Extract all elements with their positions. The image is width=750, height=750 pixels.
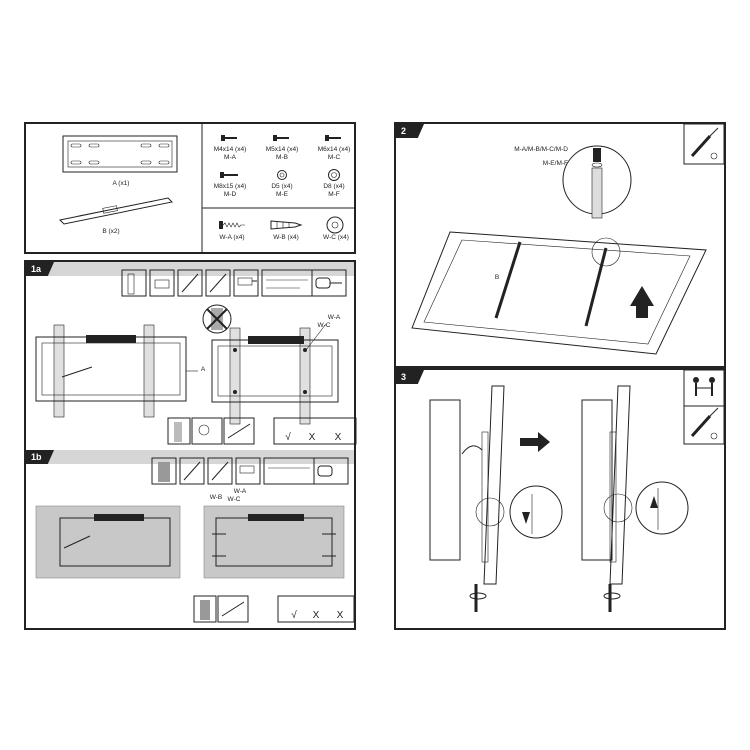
washer-w-c-label: W-C (x4)	[323, 234, 349, 241]
washer-m-f-icon	[328, 169, 340, 181]
step-1b-callout-wb: W-B	[209, 494, 223, 501]
step-1a-detail-row	[167, 417, 357, 445]
step-2-panel: 2 M-A/M-B/M-C/M-D M-E/M-F B	[394, 122, 726, 368]
two-people-icon	[683, 369, 725, 407]
step-1b-callout-wc: W-C	[227, 496, 241, 503]
screw-m-a-code: M-A	[224, 154, 236, 161]
bracket-a-label: A (x1)	[112, 180, 130, 187]
step-3-number: 3	[396, 370, 424, 384]
screw-m-c-code: M-C	[327, 154, 341, 161]
step-1b-detail-row	[193, 595, 355, 623]
stud-finder-icon	[149, 269, 175, 297]
step-1a-callout-wc: W-C	[317, 322, 331, 329]
washer-m-f-size: D8 (x4)	[323, 183, 345, 190]
step-1a-bar: 1a	[26, 262, 354, 276]
step-3-tool-icons	[683, 369, 725, 445]
step-1b-number: 1b	[26, 450, 54, 464]
step-3-panel: 3	[394, 368, 726, 630]
pencil-icon	[177, 269, 203, 297]
wall-screw-w-a-icon	[219, 221, 245, 229]
step-1b-cross-1: X	[312, 610, 320, 621]
screwdriver-icon	[683, 123, 725, 165]
screw-m-d-icon	[220, 172, 238, 178]
bracket-a-drawing	[62, 135, 178, 173]
no-drywall-icon	[202, 304, 232, 334]
washer-m-e-code: M-E	[276, 191, 288, 198]
screw-m-d-size: M8x15 (x4)	[213, 183, 247, 190]
rail-b-label: B (x2)	[102, 228, 120, 235]
step-1a-callout-a: A	[200, 366, 206, 373]
washer-w-c-icon	[326, 216, 344, 234]
step-1a-tools	[121, 269, 347, 297]
step-2-number: 2	[396, 124, 424, 138]
screw-m-b-icon	[273, 135, 289, 141]
wall-anchor-w-b-label: W-B (x4)	[273, 234, 299, 241]
socket-wrench-icon	[311, 269, 347, 297]
drill-bit-icon	[263, 457, 315, 485]
rail-b-drawing	[58, 197, 174, 225]
screw-m-c-size: M6x14 (x4)	[317, 146, 351, 153]
screw-m-b-size: M5x14 (x4)	[265, 146, 299, 153]
screw-m-a-size: M4x14 (x4)	[213, 146, 247, 153]
screw-m-a-icon	[221, 135, 237, 141]
step-2-zoom-detail	[562, 145, 632, 219]
step-2-callout-rail: B	[494, 274, 500, 281]
wall-screw-w-a-label: W-A (x4)	[219, 234, 245, 241]
step-2-callout-washers: M-E/M-F	[542, 160, 568, 167]
step-1b-mounted-bracket-drawing	[203, 505, 345, 579]
step-3-arrow-icon	[520, 432, 550, 452]
step-1a-mounted-bracket-drawing	[211, 323, 339, 425]
parts-dividers	[201, 122, 356, 254]
step-1a-stud-wall-drawing	[35, 324, 198, 418]
drill-bit-icon	[261, 269, 313, 297]
step-1b-concrete-wall-drawing	[35, 505, 181, 579]
step-1-panel: 1a A W-A W-C	[24, 260, 357, 630]
step-1a-check: √	[285, 432, 291, 443]
step-3-hang-side-view-drawing	[429, 385, 563, 612]
screw-m-c-icon	[325, 135, 341, 141]
step-2-callout-screws: M-A/M-B/M-C/M-D	[514, 146, 568, 153]
washer-m-f-code: M-F	[328, 191, 340, 198]
parts-list-panel: A (x1) B (x2) M4x14 (x4) M-A M5x14 (x4) …	[24, 122, 356, 254]
step-2-tv-back-drawing	[411, 231, 707, 355]
drill-icon	[235, 457, 261, 485]
step-1b-check: √	[291, 610, 297, 621]
step-1a-number: 1a	[26, 262, 54, 276]
level-icon	[207, 457, 233, 485]
wall-anchor-w-b-icon	[270, 220, 303, 230]
drill-icon	[233, 269, 259, 297]
step-1a-cross-2: X	[334, 432, 342, 443]
pencil-icon	[179, 457, 205, 485]
step-1b-cross-2: X	[336, 610, 344, 621]
step-1b-tools	[151, 457, 349, 485]
level-icon	[205, 269, 231, 297]
washer-m-e-size: D5 (x4)	[271, 183, 293, 190]
step-1a-callout-wa: W-A	[327, 314, 341, 321]
screwdriver-icon	[683, 405, 725, 445]
step-1b-bar: 1b	[26, 450, 354, 464]
step-1b-callout-wa: W-A	[233, 488, 247, 495]
step-3-locked-side-view-drawing	[581, 385, 689, 612]
screw-m-b-code: M-B	[276, 154, 288, 161]
step-1a-cross-1: X	[308, 432, 316, 443]
screw-m-d-code: M-D	[223, 191, 237, 198]
socket-wrench-icon	[313, 457, 349, 485]
wood-stud-icon	[121, 269, 147, 297]
washer-m-e-icon	[277, 170, 287, 180]
concrete-wall-icon	[151, 457, 177, 485]
